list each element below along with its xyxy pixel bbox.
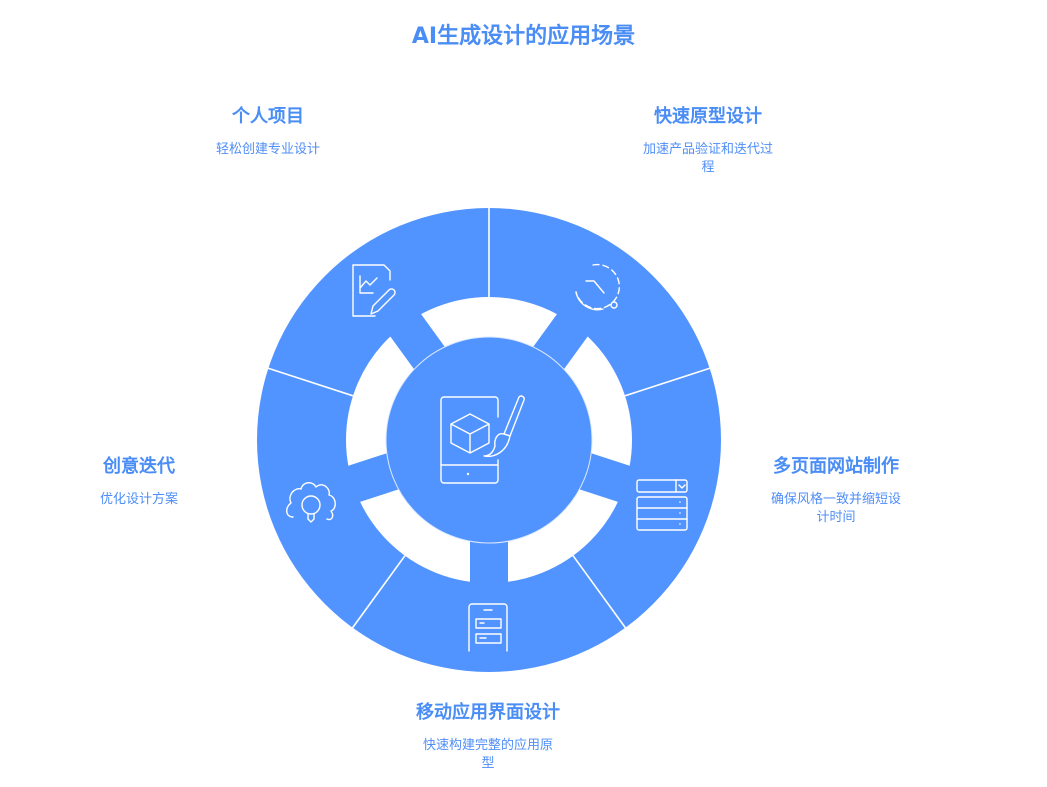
segment-divider	[572, 555, 627, 629]
segment-desc: 快速构建完整的应用原型	[422, 738, 553, 771]
mobile-design-brush-icon	[440, 395, 525, 484]
label-multipage-site: 多页面网站制作 确保风格一致并缩短设计时间	[706, 455, 966, 527]
document-chart-pen-icon	[352, 264, 396, 317]
segment-desc: 加速产品验证和迭代过程	[642, 142, 773, 175]
diagram-title: AI生成设计的应用场景	[411, 24, 636, 49]
segment-spoke	[343, 452, 401, 504]
label-personal-project: 个人项目 轻松创建专业设计	[138, 105, 398, 159]
segment-title: 多页面网站制作	[773, 456, 899, 477]
gear-bulb-icon	[286, 482, 336, 523]
segment-title: 个人项目	[232, 106, 304, 127]
segment-title: 创意迭代	[103, 456, 175, 477]
mobile-screen-icon	[468, 603, 508, 652]
segment-title: 移动应用界面设计	[416, 702, 560, 723]
stacked-layout-icon	[636, 479, 688, 531]
segment-spoke	[470, 539, 508, 587]
segment-divider	[351, 555, 406, 629]
label-rapid-prototype: 快速原型设计 加速产品验证和迭代过程	[578, 105, 838, 177]
label-creative-iteration: 创意迭代 优化设计方案	[9, 455, 269, 509]
segment-divider	[267, 367, 354, 397]
segment-desc: 优化设计方案	[99, 492, 178, 507]
segment-title: 快速原型设计	[654, 106, 762, 127]
segment-desc: 确保风格一致并缩短设计时间	[770, 492, 901, 525]
segment-divider	[624, 367, 711, 397]
segment-spoke	[577, 452, 635, 504]
timer-icon	[575, 263, 620, 311]
segment-desc: 轻松创建专业设计	[215, 142, 320, 157]
label-mobile-ui: 移动应用界面设计 快速构建完整的应用原型	[358, 701, 618, 773]
